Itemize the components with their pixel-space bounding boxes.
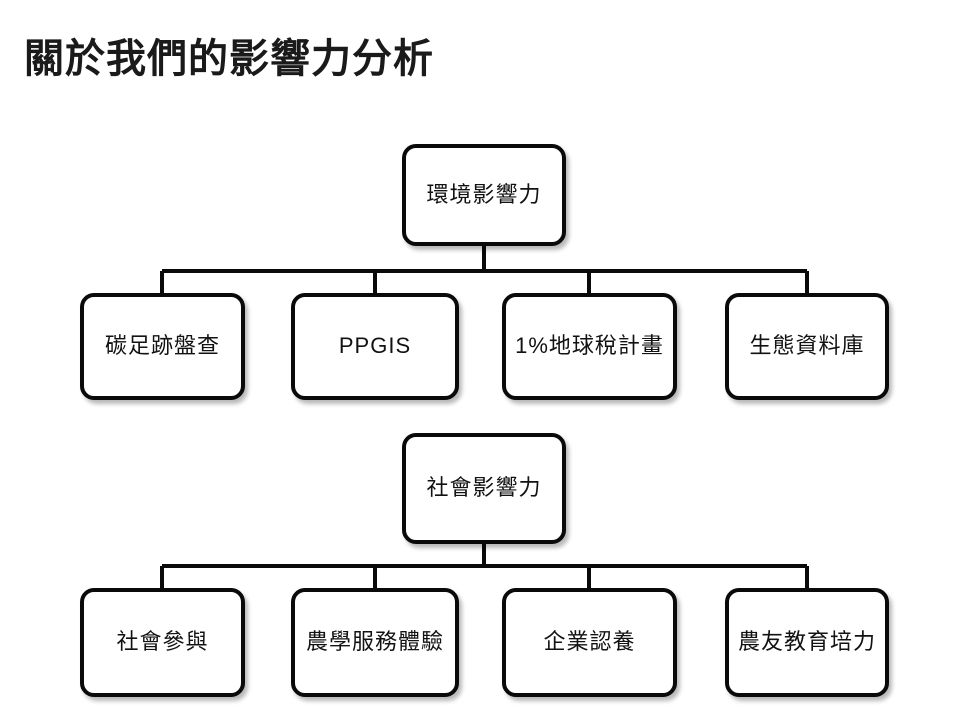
node-label: PPGIS: [338, 333, 412, 359]
node-label: 環境影響力: [426, 181, 542, 207]
node-corporate-adoption[interactable]: 企業認養: [502, 588, 677, 697]
node-label: 社會影響力: [426, 475, 542, 501]
node-label: 農友教育培力: [737, 629, 876, 655]
page-title: 關於我們的影響力分析: [24, 37, 434, 81]
node-farmer-education-empowerment[interactable]: 農友教育培力: [725, 588, 889, 697]
node-label: 碳足跡盤查: [104, 333, 220, 359]
node-social-impact-root[interactable]: 社會影響力: [402, 433, 566, 544]
node-carbon-footprint-inventory[interactable]: 碳足跡盤查: [80, 293, 245, 400]
node-ppgis[interactable]: PPGIS: [291, 293, 459, 400]
node-label: 農學服務體驗: [305, 629, 444, 655]
node-ecology-database[interactable]: 生態資料庫: [725, 293, 889, 400]
node-label: 1%地球稅計畫: [515, 333, 664, 359]
node-label: 生態資料庫: [749, 333, 865, 359]
node-social-participation[interactable]: 社會參與: [80, 588, 245, 697]
node-agri-service-experience[interactable]: 農學服務體驗: [291, 588, 459, 697]
node-label: 社會參與: [116, 629, 209, 655]
node-environmental-impact-root[interactable]: 環境影響力: [402, 144, 566, 246]
node-one-percent-earth-tax-plan[interactable]: 1%地球稅計畫: [502, 293, 677, 400]
node-label: 企業認養: [543, 629, 636, 655]
